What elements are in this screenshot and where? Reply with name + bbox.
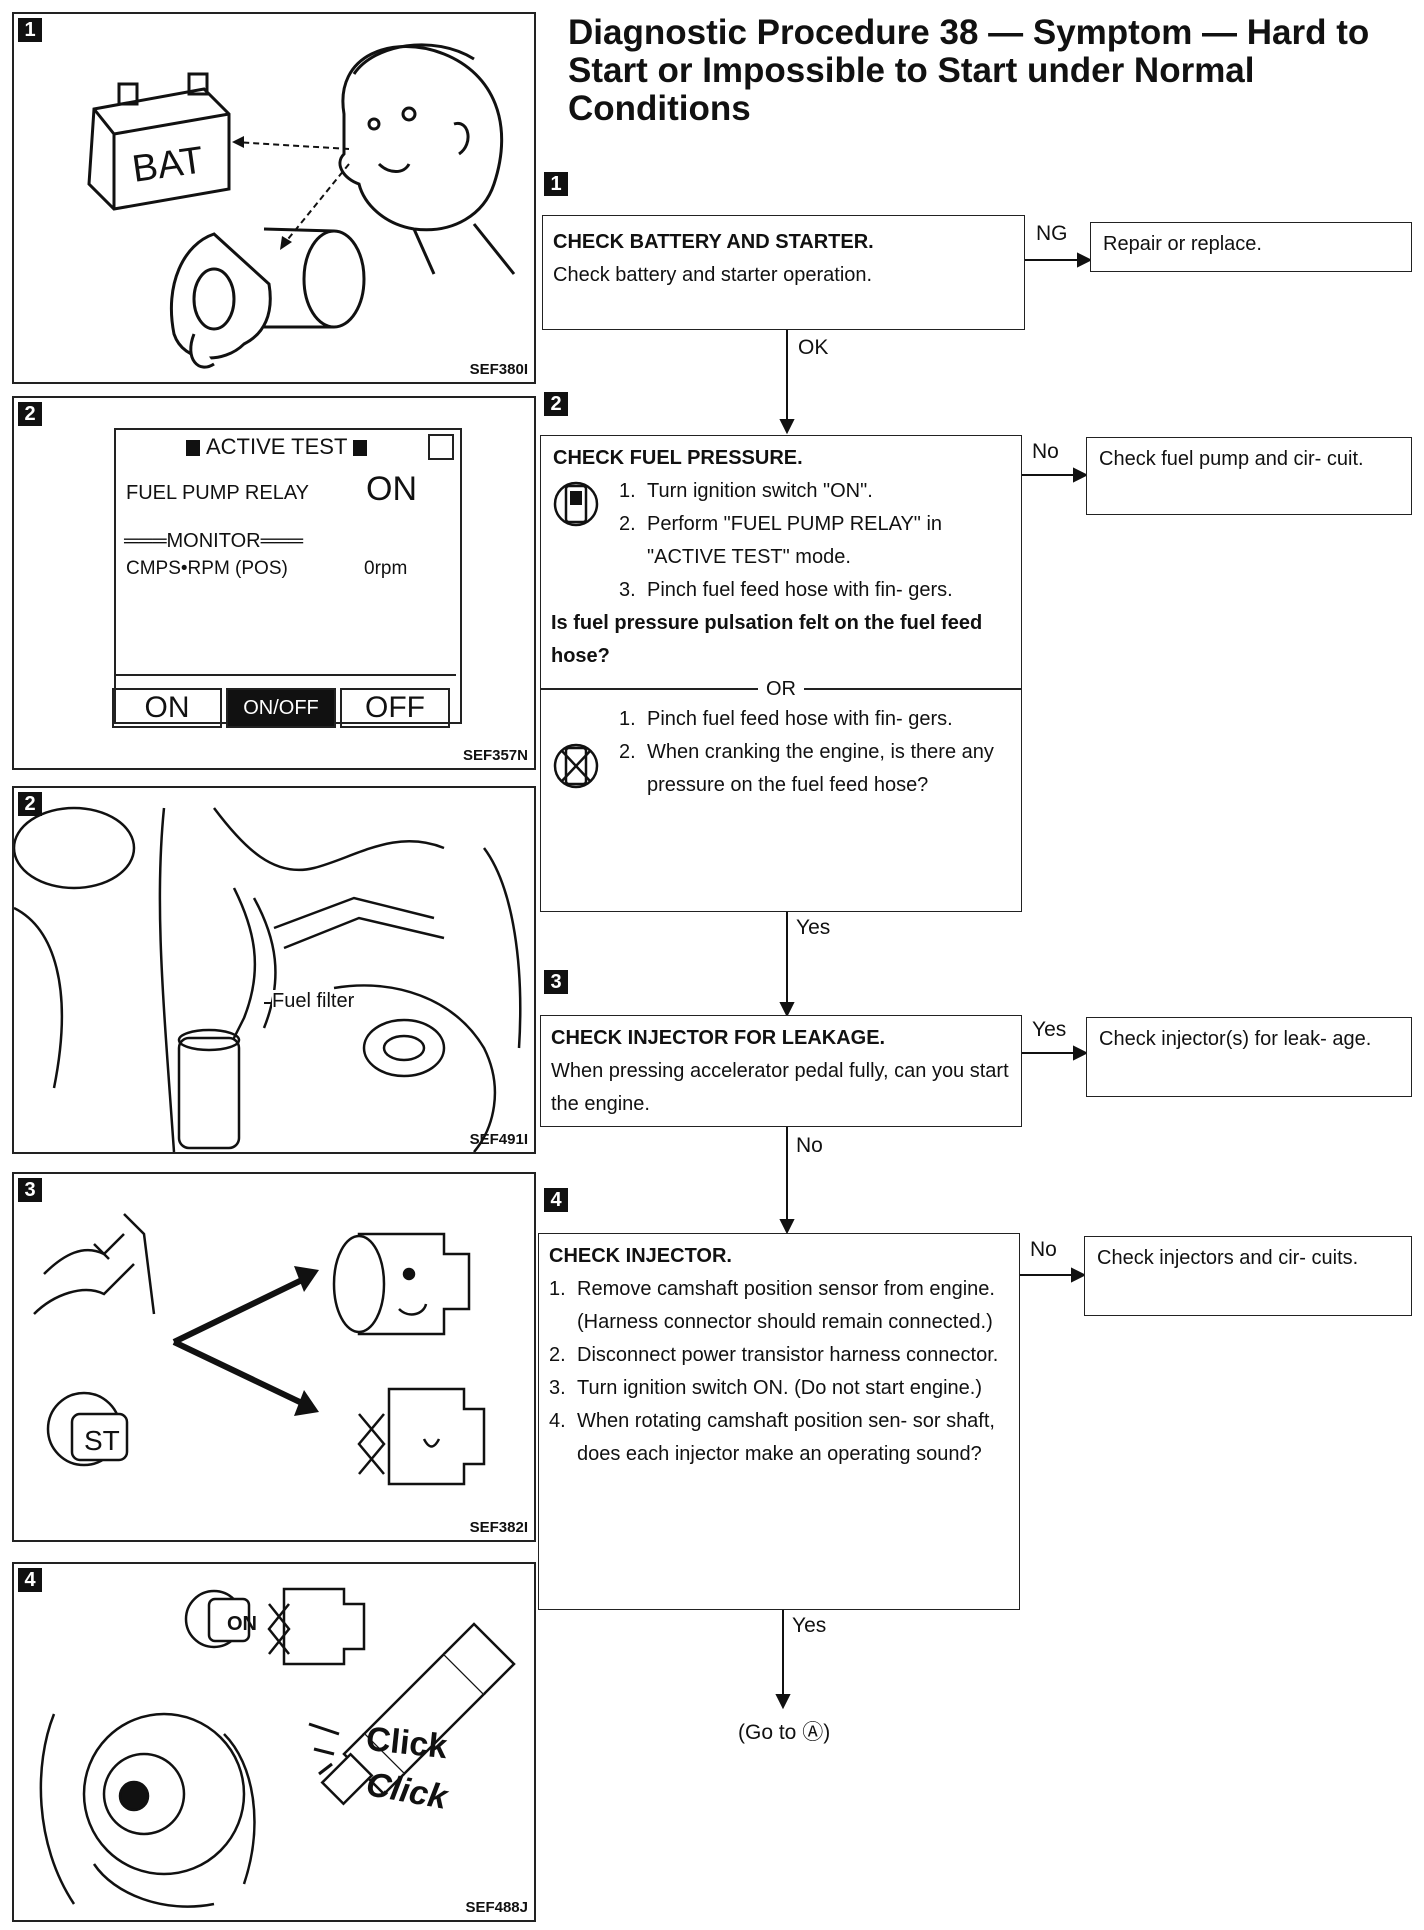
- illustration-panel-1: 1 BAT: [12, 12, 536, 384]
- list-item: 2.Perform "FUEL PUMP RELAY" in "ACTIVE T…: [619, 513, 943, 568]
- step-2-side-label: No: [1032, 440, 1059, 463]
- step-heading: CHECK INJECTOR.: [549, 1245, 732, 1267]
- step-2-box: CHECK FUEL PRESSURE. 1.Turn ignition swi…: [540, 435, 1022, 912]
- no-tools-icon: [553, 738, 599, 794]
- list-item: 3.Pinch fuel feed hose with fin- gers.: [619, 579, 953, 601]
- step-4-side-label: No: [1030, 1238, 1057, 1261]
- illustration-panel-2-fuel-filter: 2 Fuel filter SEF491I: [12, 786, 536, 1154]
- screen-header: ACTIVE TEST: [186, 434, 368, 460]
- consult-icon: [553, 476, 599, 532]
- step-2-result: Check fuel pump and cir- cuit.: [1086, 437, 1412, 515]
- list-item: 4.When rotating camshaft position sen- s…: [549, 1410, 995, 1465]
- monitor-divider: ═══MONITOR═══: [124, 530, 304, 552]
- illustration-panel-4: 4 ON Click Click: [12, 1562, 536, 1922]
- camshaft-sensor-illustration: ON: [39, 1587, 516, 1908]
- step-4-box: CHECK INJECTOR. 1.Remove camshaft positi…: [538, 1233, 1020, 1610]
- step-4-result: Check injectors and cir- cuits.: [1084, 1236, 1412, 1316]
- list-item: 1.Pinch fuel feed hose with fin- gers.: [619, 708, 953, 730]
- svg-text:BAT: BAT: [130, 139, 206, 190]
- consult-steps-list: 1.Turn ignition switch "ON". 2.Perform "…: [619, 475, 1011, 607]
- panel-number: 2: [18, 402, 42, 426]
- step-1-box: CHECK BATTERY AND STARTER. Check battery…: [542, 215, 1025, 330]
- monitor-value: 0rpm: [364, 558, 408, 579]
- step-3-box: CHECK INJECTOR FOR LEAKAGE. When pressin…: [540, 1015, 1022, 1127]
- step-3-next-label: No: [796, 1134, 823, 1157]
- svg-text:ST: ST: [84, 1425, 120, 1456]
- or-divider: OR: [541, 673, 1021, 703]
- list-item: 1.Remove camshaft position sensor from e…: [549, 1278, 995, 1333]
- step-number-2: 2: [544, 392, 568, 416]
- step-heading: CHECK BATTERY AND STARTER.: [553, 231, 874, 253]
- panel-number: 1: [18, 18, 42, 42]
- goto-reference: (Go to Ⓐ): [738, 1721, 831, 1744]
- figure-code: SEF488J: [465, 1899, 528, 1916]
- figure-code: SEF382I: [469, 1519, 528, 1536]
- on-button[interactable]: ON: [112, 688, 222, 728]
- panel-number: 3: [18, 1178, 42, 1202]
- monitor-item: CMPS•RPM (POS): [126, 558, 288, 579]
- step-1-result: Repair or replace.: [1090, 222, 1412, 272]
- figure-code: SEF380I: [469, 361, 528, 378]
- list-item: 2.When cranking the engine, is there any…: [619, 741, 994, 796]
- step-text: Check battery and starter operation.: [553, 264, 873, 286]
- list-item: 2.Disconnect power transistor harness co…: [549, 1344, 999, 1366]
- step-1-side-label: NG: [1036, 222, 1068, 245]
- consult-screen: ACTIVE TEST FUEL PUMP RELAY ON ═══MONITO…: [114, 428, 462, 724]
- fuel-filter-label: Fuel filter: [272, 990, 355, 1013]
- step-3-side-label: Yes: [1032, 1018, 1067, 1041]
- figure-code: SEF357N: [462, 747, 528, 764]
- step-3-result: Check injector(s) for leak- age.: [1086, 1017, 1412, 1097]
- click-label-1: Click: [364, 1719, 450, 1767]
- svg-text:ON: ON: [227, 1613, 257, 1635]
- active-test-value: ON: [366, 470, 417, 508]
- panel-number: 2: [18, 792, 42, 816]
- step-4-next-label: Yes: [792, 1614, 827, 1637]
- step-heading: CHECK FUEL PRESSURE.: [553, 447, 803, 469]
- injector-steps-list: 1.Remove camshaft position sensor from e…: [549, 1273, 1009, 1471]
- illustration-panel-3: 3 ST SEF382I: [12, 1172, 536, 1542]
- page-title: Diagnostic Procedure 38 — Symptom — Hard…: [568, 13, 1370, 128]
- on-off-button[interactable]: ON/OFF: [226, 688, 336, 728]
- list-item: 1.Turn ignition switch "ON".: [619, 480, 873, 502]
- pedal-key-engine-illustration: ST: [33, 1213, 486, 1486]
- off-button[interactable]: OFF: [340, 688, 450, 728]
- step-heading: CHECK INJECTOR FOR LEAKAGE.: [551, 1027, 886, 1049]
- step-number-1: 1: [544, 172, 568, 196]
- step-2-next-label: Yes: [796, 916, 831, 939]
- fuel-filter-illustration: [14, 806, 522, 1152]
- step-question: Is fuel pressure pulsation felt on the f…: [551, 612, 983, 667]
- step-1-next-label: OK: [798, 336, 829, 359]
- active-test-item: FUEL PUMP RELAY: [126, 482, 310, 504]
- screen-corner-box: [428, 434, 454, 460]
- step-number-4: 4: [544, 1188, 568, 1212]
- step-number-3: 3: [544, 970, 568, 994]
- battery-starter-illustration: BAT: [87, 43, 516, 369]
- panel-number: 4: [18, 1568, 42, 1592]
- figure-code: SEF491I: [469, 1131, 528, 1148]
- no-tools-steps-list: 1.Pinch fuel feed hose with fin- gers. 2…: [619, 703, 1011, 802]
- step-text: When pressing accelerator pedal fully, c…: [551, 1060, 1009, 1115]
- illustration-panel-2-consult: 2 ACTIVE TEST FUEL PUMP RELAY ON ═══MONI…: [12, 396, 536, 770]
- list-item: 3.Turn ignition switch ON. (Do not start…: [549, 1377, 982, 1399]
